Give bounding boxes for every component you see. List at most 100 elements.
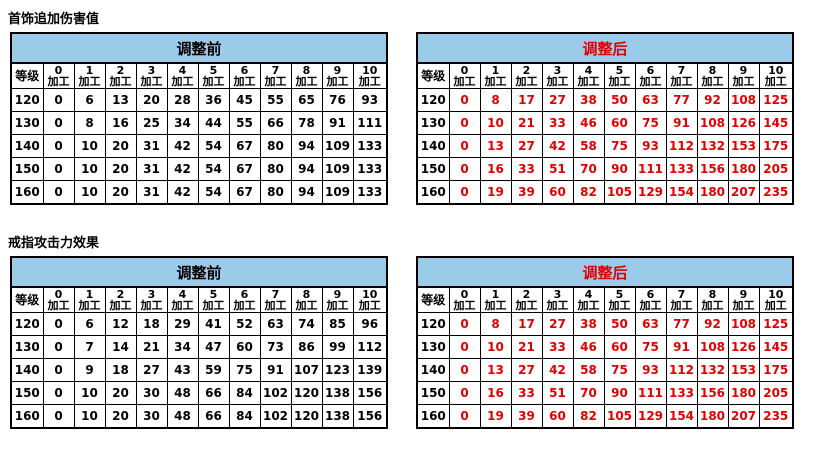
- column-suffix: 加工: [484, 75, 507, 88]
- value-cell: 6: [73, 312, 106, 336]
- value-cell: 21: [510, 111, 543, 135]
- value-cell: 17: [510, 312, 543, 336]
- value-cell: 33: [541, 335, 574, 359]
- column-number: 3: [553, 64, 562, 77]
- value-cell: 0: [448, 88, 481, 112]
- value-cell: 75: [634, 111, 667, 135]
- value-cell: 0: [42, 404, 75, 429]
- value-cell: 96: [352, 312, 388, 336]
- column-suffix: 加工: [295, 299, 318, 312]
- column-number: 6: [646, 288, 655, 301]
- value-cell: 34: [166, 111, 199, 135]
- value-cell: 94: [290, 134, 323, 158]
- value-cell: 18: [104, 358, 137, 382]
- value-cell: 77: [665, 312, 698, 336]
- column-suffix: 加工: [233, 75, 256, 88]
- level-cell: 140: [416, 134, 450, 158]
- column-number: 2: [522, 288, 531, 301]
- column-suffix: 加工: [264, 75, 287, 88]
- value-cell: 48: [166, 404, 199, 429]
- value-cell: 75: [603, 358, 636, 382]
- value-cell: 109: [321, 134, 354, 158]
- column-number: 9: [739, 64, 748, 77]
- value-cell: 129: [634, 180, 667, 205]
- value-cell: 0: [448, 404, 481, 429]
- value-cell: 133: [352, 134, 388, 158]
- value-cell: 60: [228, 335, 261, 359]
- column-suffix: 加工: [140, 75, 163, 88]
- column-number: 9: [333, 64, 342, 77]
- column-suffix: 加工: [47, 75, 70, 88]
- value-cell: 0: [448, 358, 481, 382]
- value-cell: 43: [166, 358, 199, 382]
- column-number: 10: [768, 288, 784, 301]
- level-cell: 130: [10, 111, 44, 135]
- column-number: 6: [646, 64, 655, 77]
- value-cell: 29: [166, 312, 199, 336]
- value-cell: 108: [696, 111, 729, 135]
- value-cell: 66: [197, 381, 230, 405]
- level-cell: 130: [416, 335, 450, 359]
- value-cell: 111: [634, 381, 667, 405]
- value-cell: 133: [665, 381, 698, 405]
- value-cell: 9: [73, 358, 106, 382]
- column-number: 5: [209, 64, 218, 77]
- column-number: 10: [362, 64, 378, 77]
- column-suffix: 加工: [764, 75, 787, 88]
- value-cell: 125: [758, 312, 794, 336]
- value-cell: 31: [135, 134, 168, 158]
- value-cell: 65: [290, 88, 323, 112]
- value-cell: 34: [166, 335, 199, 359]
- value-cell: 154: [665, 404, 698, 429]
- level-cell: 130: [10, 335, 44, 359]
- value-cell: 27: [510, 358, 543, 382]
- value-cell: 0: [448, 134, 481, 158]
- value-cell: 123: [321, 358, 354, 382]
- column-number: 8: [708, 288, 717, 301]
- value-cell: 6: [73, 88, 106, 112]
- column-number: 7: [677, 288, 686, 301]
- value-cell: 105: [603, 404, 636, 429]
- value-cell: 10: [73, 157, 106, 181]
- level-header: 等级: [416, 286, 450, 313]
- value-cell: 111: [352, 111, 388, 135]
- value-cell: 58: [572, 134, 605, 158]
- value-cell: 74: [290, 312, 323, 336]
- value-cell: 93: [352, 88, 388, 112]
- column-number: 1: [491, 288, 500, 301]
- value-cell: 33: [510, 157, 543, 181]
- column-suffix: 加工: [546, 75, 569, 88]
- value-cell: 112: [665, 134, 698, 158]
- value-cell: 85: [321, 312, 354, 336]
- value-cell: 7: [73, 335, 106, 359]
- value-cell: 47: [197, 335, 230, 359]
- column-suffix: 加工: [78, 299, 101, 312]
- value-cell: 90: [603, 157, 636, 181]
- table-caption: 调整前: [10, 32, 388, 64]
